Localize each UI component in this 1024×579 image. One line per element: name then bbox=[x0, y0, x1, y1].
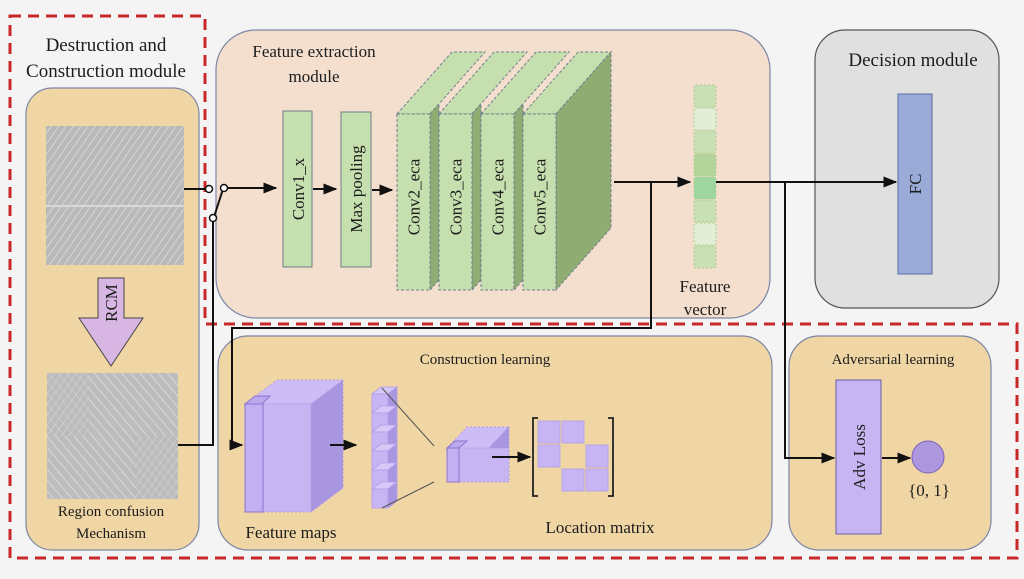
original-image bbox=[46, 126, 184, 265]
adv-loss-label: Adv Loss bbox=[850, 424, 869, 490]
rcm-arrow: RCM bbox=[78, 277, 144, 367]
dashed-region-outline bbox=[8, 14, 1019, 560]
eca-block: Conv4_eca bbox=[479, 51, 571, 292]
adversarial-learning-title: Adversarial learning bbox=[832, 352, 955, 368]
binary-output-label: {0, 1} bbox=[908, 481, 950, 500]
destruction-construction-title-2: Construction module bbox=[26, 61, 186, 82]
confused-patch bbox=[135, 436, 178, 499]
eca-block-label: Conv3_eca bbox=[447, 158, 466, 235]
location-matrix-label: Location matrix bbox=[545, 518, 655, 537]
switch-terminal bbox=[219, 183, 229, 193]
pooled-feature-column bbox=[370, 386, 399, 509]
pooled-feature-cell bbox=[370, 481, 399, 509]
feature-vector-cell bbox=[693, 199, 717, 223]
eca-block: Conv3_eca bbox=[437, 51, 529, 292]
projection-line bbox=[381, 387, 435, 447]
arrow-to-feature-maps bbox=[229, 182, 652, 451]
conv1-label: Conv1_x bbox=[289, 157, 308, 220]
destruction-construction-title-1: Destruction and bbox=[46, 35, 167, 56]
feature-vector bbox=[693, 84, 717, 269]
feature-vector-cell bbox=[693, 153, 717, 177]
fc-block: FC bbox=[897, 93, 933, 275]
eca-block-label: Conv5_eca bbox=[531, 158, 550, 235]
matrix-right-bracket bbox=[608, 417, 614, 497]
maxpool-label: Max pooling bbox=[347, 145, 366, 233]
eca-block: Conv2_eca bbox=[395, 51, 487, 292]
feature-vector-label-1: Feature bbox=[680, 277, 731, 296]
adv-loss-block: Adv Loss bbox=[835, 379, 882, 535]
projection-line bbox=[381, 481, 435, 509]
conv1-block: Conv1_x bbox=[282, 110, 313, 268]
feature-vector-cell bbox=[693, 245, 717, 269]
feature-maps-label: Feature maps bbox=[245, 523, 336, 542]
feature-vector-cell bbox=[693, 130, 717, 154]
fc-label: FC bbox=[906, 174, 925, 195]
rcm-caption-1: Region confusion bbox=[58, 504, 165, 520]
rcm-caption-2: Mechanism bbox=[76, 526, 146, 542]
feature-vector-cell bbox=[693, 176, 717, 200]
input-switch bbox=[178, 188, 224, 446]
location-matrix bbox=[532, 417, 614, 497]
location-matrix-cell bbox=[585, 468, 609, 492]
location-matrix-cell bbox=[561, 420, 585, 444]
eca-block: Conv5_eca bbox=[521, 50, 613, 292]
conv-output-block bbox=[445, 425, 511, 484]
location-matrix-cell bbox=[561, 468, 585, 492]
feature-vector-cell bbox=[693, 107, 717, 131]
eca-block-label: Conv4_eca bbox=[489, 158, 508, 235]
feature-extraction-title-1: Feature extraction bbox=[252, 42, 376, 61]
location-matrix-cell bbox=[537, 444, 561, 468]
feature-vector-cell bbox=[693, 222, 717, 246]
adversarial-learning-panel bbox=[788, 335, 992, 551]
eca-blocks: Conv2_eca Conv3_eca Conv4_eca Conv5_eca bbox=[395, 50, 613, 292]
feature-maps-cube bbox=[243, 379, 345, 513]
construction-learning-title: Construction learning bbox=[420, 352, 551, 368]
eca-block-label: Conv2_eca bbox=[405, 158, 424, 235]
rcm-label: RCM bbox=[102, 284, 121, 322]
feature-vector-cell bbox=[693, 84, 717, 108]
feature-vector-label-2: vector bbox=[684, 300, 727, 319]
matrix-left-bracket bbox=[532, 417, 538, 497]
location-matrix-cell bbox=[537, 420, 561, 444]
maxpool-block: Max pooling bbox=[340, 111, 372, 268]
switch-terminal bbox=[208, 213, 218, 223]
decision-module-title: Decision module bbox=[848, 50, 977, 71]
switch-terminal bbox=[204, 184, 214, 194]
confused-patch bbox=[47, 373, 89, 436]
discriminator-output-node bbox=[911, 440, 945, 474]
feature-extraction-title-2: module bbox=[289, 67, 340, 86]
location-matrix-cell bbox=[585, 444, 609, 468]
arrow-to-adv-loss bbox=[784, 182, 836, 464]
